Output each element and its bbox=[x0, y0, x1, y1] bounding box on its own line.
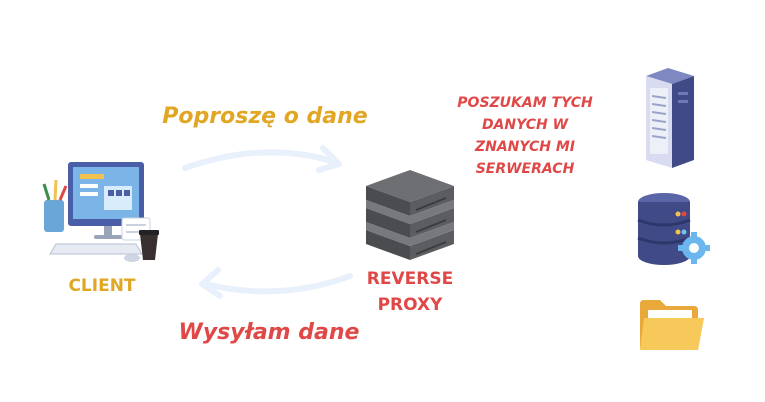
response-arrow bbox=[199, 267, 353, 299]
client-label: CLIENT bbox=[68, 276, 136, 296]
computer-desk-icon bbox=[42, 162, 159, 262]
server-rack-icon bbox=[646, 68, 694, 168]
server-stack-icon bbox=[366, 170, 454, 260]
database-gear-icon bbox=[637, 193, 710, 265]
request-arrow bbox=[182, 145, 342, 173]
folder-icon bbox=[640, 300, 704, 350]
response-label: Wysyłam dane bbox=[178, 320, 360, 345]
reverse-proxy-label: REVERSE PROXY bbox=[366, 269, 454, 315]
proxy-note-label: POSZUKAM TYCH DANYCH W ZNANYCH MI SERWER… bbox=[457, 95, 593, 177]
request-label: Poproszę o dane bbox=[162, 104, 368, 129]
